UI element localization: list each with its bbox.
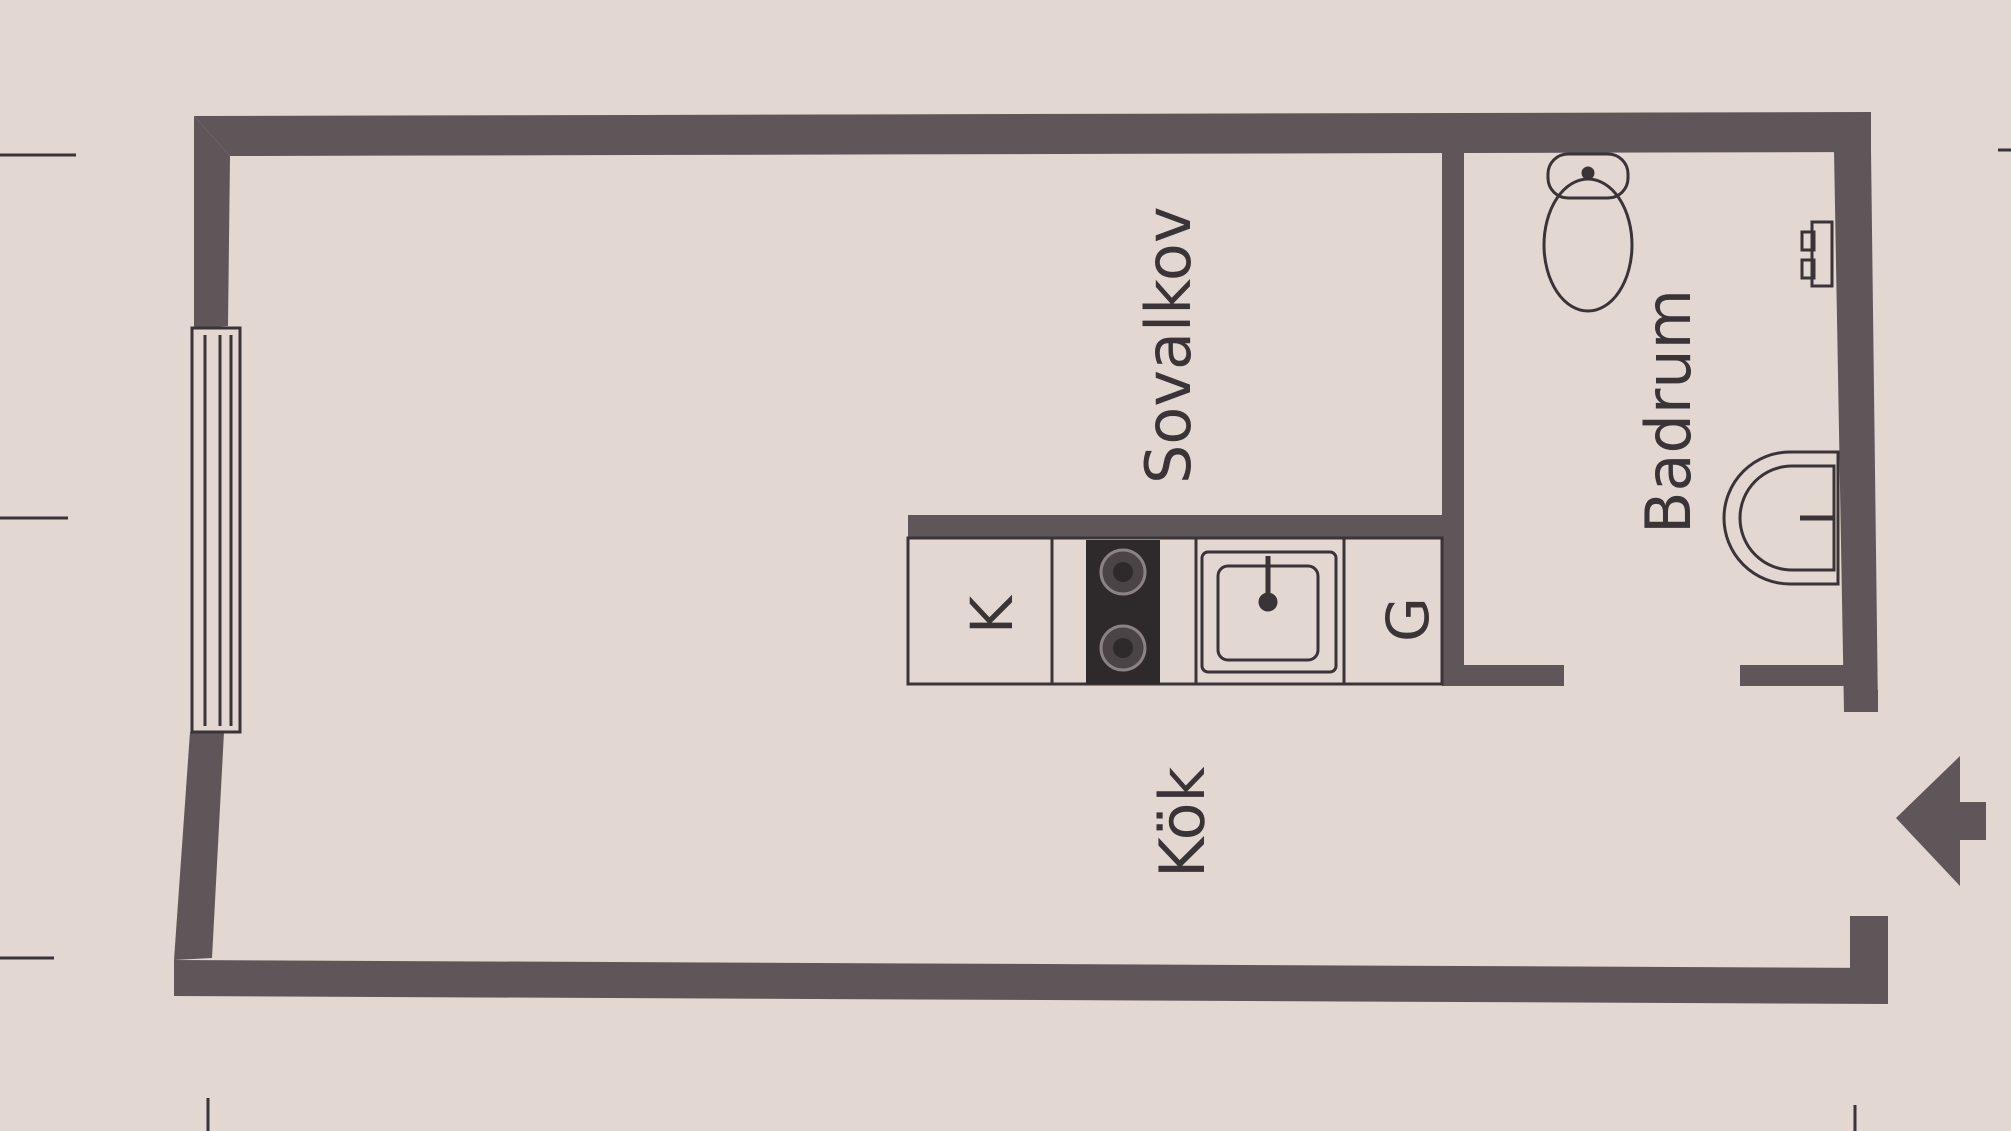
wall-left-upper bbox=[194, 116, 230, 328]
faucet-icon bbox=[1800, 220, 1834, 288]
fixture-label-freezer: G bbox=[1374, 597, 1442, 642]
wall-door-jamb-top bbox=[1844, 690, 1878, 712]
wall-top bbox=[194, 112, 1871, 156]
window-icon bbox=[190, 326, 242, 734]
room-label-badrum: Badrum bbox=[1632, 289, 1705, 534]
bathroom-wall bbox=[1442, 150, 1464, 686]
room-label-kok: Kök bbox=[1146, 766, 1219, 878]
interior-walls bbox=[908, 150, 1846, 686]
bathroom-door-stub-right bbox=[1740, 665, 1846, 686]
wall-bottom bbox=[174, 960, 1888, 1004]
freezer-unit bbox=[1342, 536, 1444, 686]
hob-icon bbox=[1086, 540, 1160, 684]
fixture-label-fridge: K bbox=[958, 594, 1026, 634]
wall-right-lower bbox=[1850, 916, 1888, 970]
outer-walls bbox=[174, 112, 1888, 1004]
room-label-sovalkov: Sovalkov bbox=[1132, 206, 1205, 484]
kitchen-wall bbox=[908, 515, 1442, 537]
dimension-ticks bbox=[0, 148, 2011, 1131]
wall-left-lower bbox=[174, 732, 224, 960]
wall-right-upper bbox=[1834, 150, 1878, 712]
kitchen-sink-icon bbox=[1200, 550, 1338, 674]
entrance-arrow-icon bbox=[1896, 756, 1986, 886]
toilet-icon bbox=[1542, 152, 1634, 313]
bathroom-door-stub-left bbox=[1442, 665, 1564, 686]
washbasin-icon bbox=[1722, 450, 1840, 586]
